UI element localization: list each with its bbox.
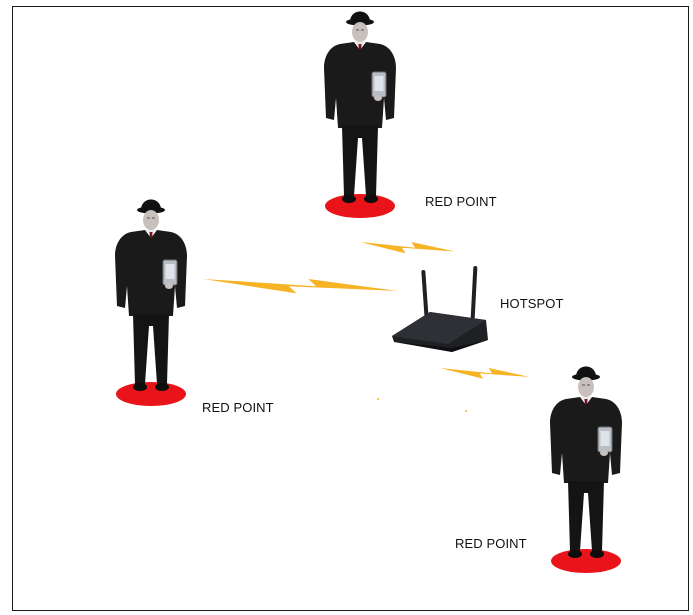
top-red-point-label: RED POINT [425, 194, 497, 209]
person-top-icon [324, 12, 396, 219]
dot-icon [377, 398, 379, 400]
signal-bolt-top-icon [360, 242, 455, 253]
right-red-point-label: RED POINT [455, 536, 527, 551]
person-right-icon [550, 367, 622, 574]
person-left-icon [115, 200, 187, 407]
wifi-router-icon [392, 266, 488, 352]
hotspot-label: HOTSPOT [500, 296, 564, 311]
signal-bolt-right-icon [440, 368, 530, 379]
signal-bolt-left-icon [203, 279, 398, 293]
left-red-point-label: RED POINT [202, 400, 274, 415]
dot-icon [465, 410, 467, 412]
